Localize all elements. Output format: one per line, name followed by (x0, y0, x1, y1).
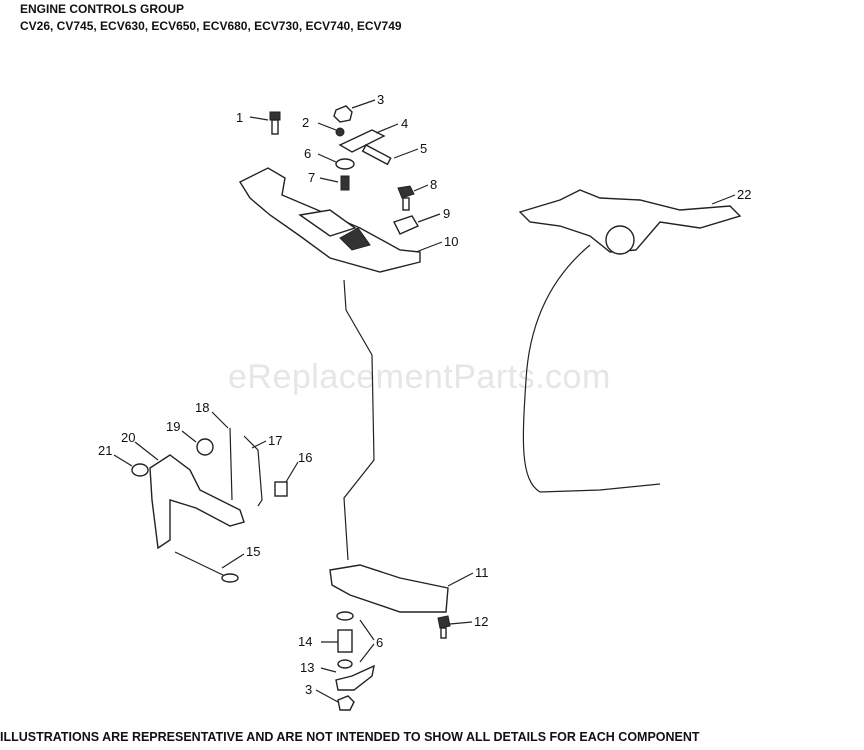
part-20-throttle-lever[interactable] (149, 454, 245, 550)
callout-19: 19 (166, 419, 180, 434)
part-11-lever[interactable] (329, 564, 449, 613)
callout-7: 7 (308, 170, 315, 185)
part-2-nut[interactable] (335, 127, 345, 137)
callout-1: 1 (236, 110, 243, 125)
callout-14: 14 (298, 634, 312, 649)
part-6-washer-lower[interactable] (336, 611, 354, 621)
part-5-bolt[interactable] (361, 144, 392, 166)
callout-3-lower: 3 (305, 682, 312, 697)
part-10-control-bracket[interactable] (238, 167, 421, 273)
callout-4: 4 (401, 116, 408, 131)
part-14-bushing[interactable] (337, 629, 353, 653)
part-4-clip[interactable] (338, 129, 386, 153)
callout-12: 12 (474, 614, 488, 629)
callout-3: 3 (377, 92, 384, 107)
callout-15: 15 (246, 544, 260, 559)
callout-20: 20 (121, 430, 135, 445)
part-16-clip[interactable] (274, 481, 288, 497)
part-17-rod[interactable] (243, 435, 263, 507)
part-19-knob[interactable] (196, 438, 214, 456)
part-15-spring[interactable] (174, 551, 239, 583)
governor-rod[interactable] (343, 279, 375, 561)
part-22-throttle-cable[interactable] (518, 189, 742, 493)
leader-lines (113, 99, 736, 703)
callout-5: 5 (420, 141, 427, 156)
callout-18: 18 (195, 400, 209, 415)
callout-10: 10 (444, 234, 458, 249)
part-13-link[interactable] (335, 664, 375, 691)
part-7-spring[interactable] (340, 175, 350, 191)
model-list: CV26, CV745, ECV630, ECV650, ECV680, ECV… (20, 19, 402, 33)
callout-6: 6 (304, 146, 311, 161)
callout-21: 21 (98, 443, 112, 458)
part-6-washer[interactable] (335, 158, 355, 170)
part-9-block[interactable] (393, 215, 420, 235)
disclaimer-footer: ILLUSTRATIONS ARE REPRESENTATIVE AND ARE… (0, 730, 700, 744)
callout-9: 9 (443, 206, 450, 221)
part-6-washer-lower-2[interactable] (337, 659, 353, 669)
part-3-nut[interactable] (333, 105, 353, 123)
callout-11: 11 (475, 565, 489, 580)
part-1-screw[interactable] (269, 111, 281, 135)
callout-16: 16 (298, 450, 312, 465)
callout-labels: 1 2 3 4 5 6 7 8 9 10 11 12 13 14 15 16 1… (98, 92, 751, 697)
part-8-screw[interactable] (397, 185, 415, 211)
diagram-title: ENGINE CONTROLS GROUP (20, 2, 185, 16)
callout-2: 2 (302, 115, 309, 130)
callout-22: 22 (737, 187, 751, 202)
callout-8: 8 (430, 177, 437, 192)
callout-6-lower: 6 (376, 635, 383, 650)
callout-13: 13 (300, 660, 314, 675)
part-21-washer[interactable] (131, 463, 149, 477)
part-3-nut-lower[interactable] (337, 695, 355, 711)
watermark: eReplacementParts.com (228, 358, 611, 396)
callout-17: 17 (268, 433, 282, 448)
part-18-spring[interactable] (229, 427, 233, 501)
part-12-screw[interactable] (437, 615, 451, 639)
